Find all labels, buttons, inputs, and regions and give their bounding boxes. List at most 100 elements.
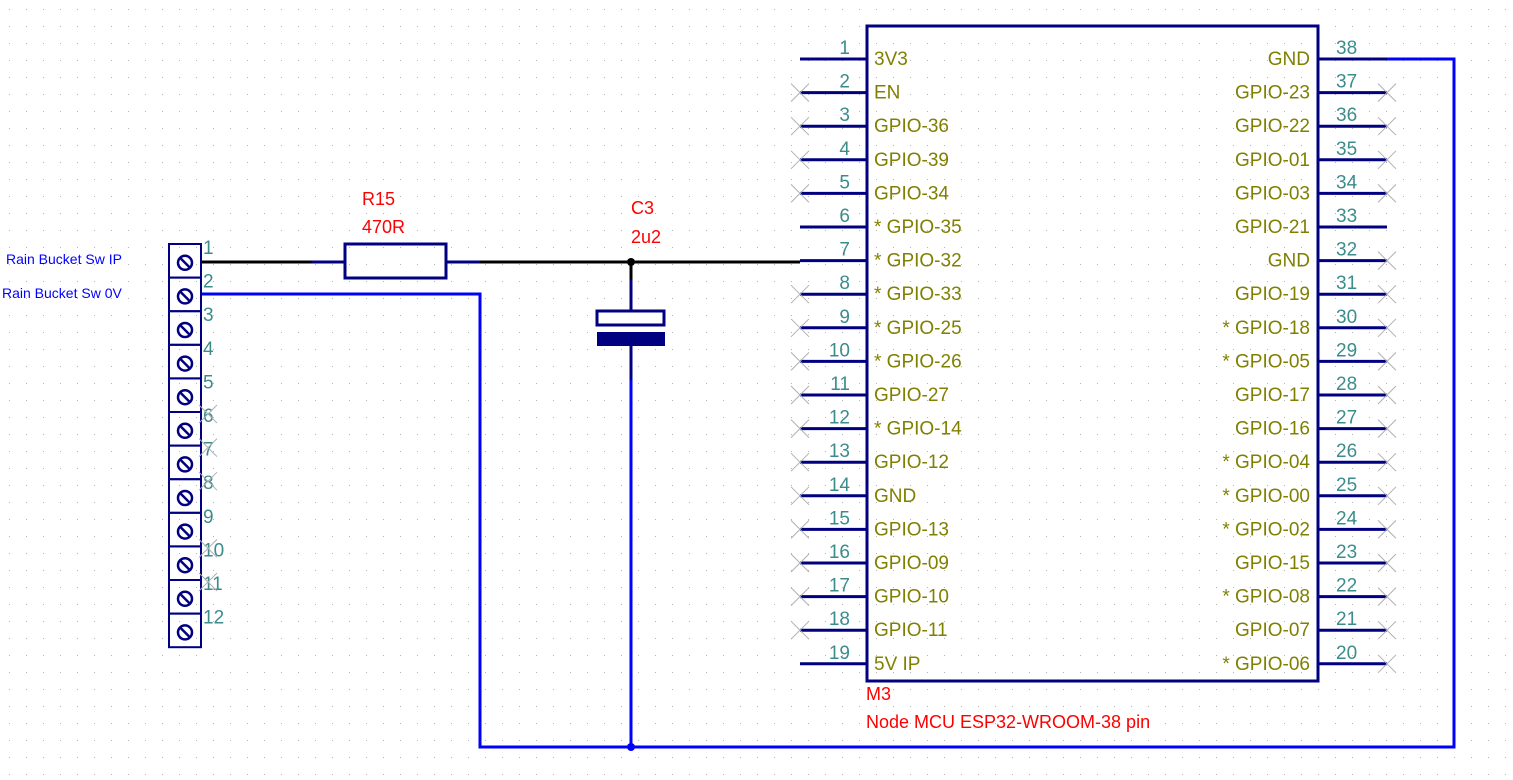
pin-name: GPIO-12 <box>874 452 949 473</box>
module-body <box>865 24 1320 683</box>
screw-terminal-icon <box>176 556 194 574</box>
pin-number: 10 <box>829 340 850 361</box>
terminal-pin-7[interactable]: 7 <box>168 438 218 481</box>
terminal-pin-10[interactable]: 10 <box>168 539 224 582</box>
no-connect-icon <box>790 318 810 338</box>
terminal-pin-number: 6 <box>203 406 214 427</box>
no-connect-icon <box>1377 284 1397 304</box>
module-pin-29[interactable]: 29* GPIO-05 <box>1222 340 1397 372</box>
module-pin-12[interactable]: 12* GPIO-14 <box>790 408 962 440</box>
pin-name: GND <box>1268 49 1310 70</box>
pin-number: 14 <box>829 475 851 496</box>
pin-name: GPIO-13 <box>874 519 949 540</box>
module-m3[interactable]: M3 Node MCU ESP32-WROOM-38 pin 13V32EN3G… <box>790 24 1397 732</box>
module-pin-30[interactable]: 30* GPIO-18 <box>1222 307 1397 339</box>
pin-name: * GPIO-02 <box>1222 519 1310 540</box>
module-pin-9[interactable]: 9* GPIO-25 <box>790 307 962 339</box>
pin-number: 3 <box>839 105 850 126</box>
module-pin-26[interactable]: 26* GPIO-04 <box>1222 441 1397 473</box>
pin-number: 8 <box>839 273 850 294</box>
pin-name: * GPIO-18 <box>1222 318 1310 339</box>
module-pin-10[interactable]: 10* GPIO-26 <box>790 340 962 372</box>
pin-name: * GPIO-00 <box>1222 486 1310 507</box>
pin-number: 31 <box>1336 273 1357 294</box>
no-connect-icon <box>790 352 810 371</box>
module-pin-8[interactable]: 8* GPIO-33 <box>790 273 962 305</box>
pin-name: GPIO-10 <box>874 587 949 608</box>
module-pin-7[interactable]: 7* GPIO-32 <box>800 240 962 272</box>
terminal-pin-number: 1 <box>203 238 214 259</box>
module-pin-25[interactable]: 25* GPIO-00 <box>1222 475 1397 507</box>
resistor-value: 470R <box>362 217 405 237</box>
pin-number: 16 <box>829 542 850 563</box>
module-pin-6[interactable]: 6* GPIO-35 <box>800 206 962 238</box>
pin-name: GPIO-07 <box>1235 620 1310 641</box>
screw-terminal-icon <box>176 288 194 305</box>
screw-terminal-icon <box>176 422 194 440</box>
pin-name: * GPIO-04 <box>1222 452 1310 473</box>
terminal-pin-number: 3 <box>203 305 214 326</box>
screw-terminal-icon <box>176 254 194 272</box>
pin-name: * GPIO-32 <box>874 251 962 272</box>
pin-number: 5 <box>839 172 850 193</box>
pin-name: GPIO-11 <box>874 620 948 641</box>
module-pin-24[interactable]: 24* GPIO-02 <box>1222 508 1397 540</box>
terminal-pin-12[interactable]: 12 <box>168 608 224 649</box>
pin-number: 33 <box>1336 206 1357 227</box>
terminal-pin-5[interactable]: 5 <box>168 372 214 413</box>
pin-number: 15 <box>829 508 850 529</box>
pin-name: * GPIO-14 <box>874 419 962 440</box>
net-label-rain-bucket-ip[interactable]: Rain Bucket Sw IP <box>6 251 122 267</box>
pin-number: 35 <box>1336 139 1357 160</box>
terminal-pin-6[interactable]: 6 <box>168 404 218 447</box>
net-label-rain-bucket-0v[interactable]: Rain Bucket Sw 0V <box>2 285 122 301</box>
no-connect-icon <box>790 620 810 640</box>
no-connect-icon <box>790 520 810 539</box>
capacitor-c3[interactable]: C3 2u2 <box>595 198 666 380</box>
module-pin-2[interactable]: 2EN <box>790 72 900 104</box>
pin-name: GPIO-09 <box>874 553 949 574</box>
no-connect-icon <box>1377 352 1397 371</box>
module-pin-20[interactable]: 20* GPIO-06 <box>1222 643 1397 675</box>
terminal-pin-number: 11 <box>203 574 223 595</box>
pin-number: 13 <box>829 441 850 462</box>
no-connect-icon <box>790 486 810 506</box>
module-pin-22[interactable]: 22* GPIO-08 <box>1222 576 1397 608</box>
pin-number: 23 <box>1336 542 1357 563</box>
screw-terminal-icon <box>176 388 194 406</box>
pin-name: * GPIO-05 <box>1222 351 1310 372</box>
terminal-pin-number: 4 <box>203 339 214 360</box>
resistor-r15[interactable]: R15 470R <box>312 189 480 280</box>
resistor-body <box>343 242 448 280</box>
pin-name: GPIO-36 <box>874 116 949 137</box>
pin-name: GPIO-15 <box>1235 553 1310 574</box>
no-connect-icon <box>1377 553 1397 573</box>
wire-ground-net[interactable] <box>202 57 1456 749</box>
